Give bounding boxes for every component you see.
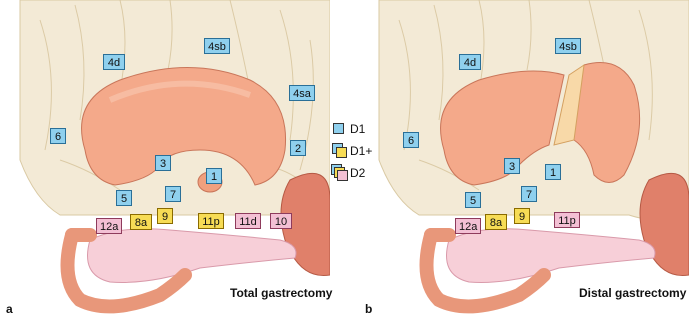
lymph-node-station-4d: 4d: [459, 54, 481, 70]
lymph-node-station-4d: 4d: [103, 54, 125, 70]
lymph-node-station-8a: 8a: [130, 214, 152, 230]
lymph-node-station-10: 10: [270, 213, 292, 229]
panel-label-a: a: [6, 302, 13, 316]
legend-swatch-d1: [333, 123, 344, 134]
lymph-node-station-1: 1: [545, 164, 561, 180]
lymph-node-station-8a: 8a: [485, 214, 507, 230]
lymph-node-station-6: 6: [403, 132, 419, 148]
legend-swatch-d1plus: [336, 147, 347, 158]
lymph-node-station-3: 3: [155, 155, 171, 171]
panel-total-gastrectomy: 4sb 4d 4sa 6 2 3 1 5 7 12a 8a 9 11p 11d …: [0, 0, 330, 320]
lymph-node-station-6: 6: [50, 128, 66, 144]
lymph-node-station-1: 1: [206, 168, 222, 184]
panel-label-b: b: [365, 302, 372, 316]
panel-distal-gastrectomy: 4sb 4d 6 3 1 5 7 12a 8a 9 11p b Distal g…: [359, 0, 689, 320]
lymph-node-station-3: 3: [504, 158, 520, 174]
lymph-node-station-9: 9: [157, 208, 173, 224]
panel-caption-a: Total gastrectomy: [230, 286, 332, 300]
lymph-node-station-4sb: 4sb: [204, 38, 230, 54]
lymph-node-station-12a: 12a: [455, 218, 481, 234]
lymph-node-station-5: 5: [116, 190, 132, 206]
lymph-node-station-11p: 11p: [198, 213, 224, 229]
panel-caption-b: Distal gastrectomy: [579, 286, 686, 300]
distal-gastrectomy-illustration: [359, 0, 689, 320]
lymph-node-station-7: 7: [521, 186, 537, 202]
lymph-node-station-12a: 12a: [96, 218, 122, 234]
lymph-node-station-7: 7: [165, 186, 181, 202]
lymph-node-station-4sb: 4sb: [555, 38, 581, 54]
lymph-node-station-5: 5: [465, 192, 481, 208]
lymph-node-station-4sa: 4sa: [289, 85, 315, 101]
lymph-node-station-2: 2: [290, 140, 306, 156]
lymph-node-station-11d: 11d: [235, 213, 261, 229]
legend-swatch-d2: [337, 170, 348, 181]
lymph-node-station-11p: 11p: [554, 212, 580, 228]
lymph-node-station-9: 9: [514, 208, 530, 224]
